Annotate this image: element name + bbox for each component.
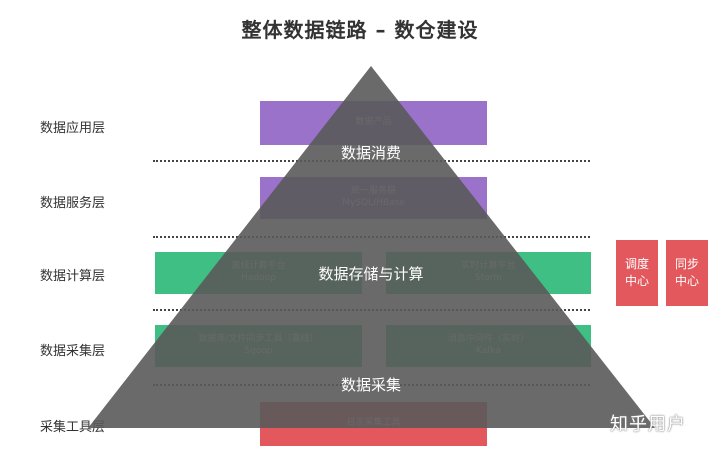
side-line: 同步 (674, 256, 699, 271)
log-collect-box: 日志采集工具 (260, 402, 487, 446)
offline-sync-box: 数据库/文件同步工具（离线） Sqoop (155, 325, 362, 367)
side-line: 中心 (674, 274, 699, 288)
layer-label-service: 数据服务层 (40, 196, 106, 211)
pyramid-label-collect: 数据采集 (340, 376, 402, 394)
sync-center-box: 同步 中心 (666, 240, 708, 306)
unified-service-box: 统一服务层 MySQL/HBase (260, 177, 487, 219)
message-queue-box: 消息中间件（实时） Kafka (386, 325, 591, 367)
box-line: 数据产品 (355, 117, 392, 128)
divider (153, 236, 590, 238)
box-line: MySQL/HBase (342, 198, 405, 208)
layer-label-tools: 采集工具层 (40, 420, 106, 435)
watermark: 知乎用户 (610, 414, 686, 435)
box-line: 实时计算平台 (461, 261, 516, 272)
box-line: 日志采集工具 (346, 418, 401, 429)
side-line: 调度 (624, 256, 649, 271)
pyramid-label-consume: 数据消费 (340, 144, 402, 162)
schedule-center-box: 调度 中心 (616, 240, 658, 306)
box-line: Kafka (476, 346, 501, 356)
box-line: 统一服务层 (350, 186, 396, 197)
layer-label-app: 数据应用层 (40, 121, 106, 136)
pyramid-label-storage-compute: 数据存储与计算 (318, 265, 424, 283)
box-line: 数据库/文件同步工具（离线） (198, 334, 319, 345)
box-line: 离线计算平台 (231, 261, 286, 272)
side-line: 中心 (624, 274, 649, 288)
layer-label-collect: 数据采集层 (40, 344, 106, 359)
box-line: Hadoop (241, 273, 276, 283)
layer-label-compute: 数据计算层 (40, 269, 106, 284)
data-product-box: 数据产品 (260, 101, 487, 145)
page-title: 整体数据链路 – 数仓建设 (241, 18, 479, 42)
divider (153, 309, 590, 311)
box-line: Sqoop (244, 346, 273, 356)
box-line: Storm (474, 273, 503, 283)
box-line: 消息中间件（实时） (447, 334, 529, 345)
